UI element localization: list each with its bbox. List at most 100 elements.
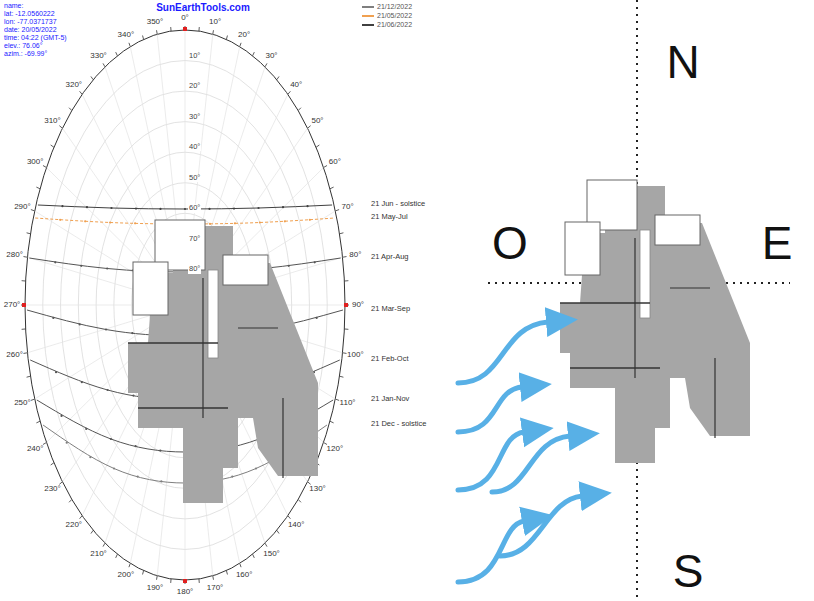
hour-dot (54, 261, 56, 263)
azimuth-label: 270° (4, 301, 21, 310)
azimuth-tick (298, 108, 301, 111)
azimuth-tick (316, 145, 319, 147)
hour-dot (137, 475, 139, 477)
elevation-label: 60° (188, 204, 201, 212)
azimuth-label: 260° (6, 350, 23, 359)
azimuth-tick (51, 145, 54, 147)
azimuth-label: 90° (352, 301, 364, 310)
azimuth-label: 80° (349, 251, 361, 260)
azimuth-tick (308, 126, 311, 129)
location-info: time: 04:22 (GMT-5) (4, 34, 67, 42)
azimuth-tick (343, 256, 347, 258)
azimuth-tick (59, 126, 62, 129)
azimuth-tick (43, 443, 46, 445)
azimuth-label: 160° (236, 570, 253, 579)
azimuth-tick (129, 43, 130, 47)
hour-dot (131, 332, 133, 334)
azimuth-label: 100° (347, 350, 364, 359)
hour-dot (233, 207, 235, 209)
sun-path-label: 21 Feb-Oct (370, 355, 410, 363)
hour-dot (55, 371, 57, 373)
azimuth-label: 210° (90, 549, 107, 558)
azimuth-tick (143, 36, 144, 40)
elevation-label: 10° (188, 52, 201, 60)
sun-path-label: 21 Apr-Aug (370, 253, 410, 261)
hour-dot (61, 205, 63, 207)
legend-swatch (362, 15, 374, 17)
hour-dot (110, 438, 112, 440)
hour-dot (160, 480, 162, 482)
hour-dot (84, 220, 86, 222)
azimuth-tick (277, 530, 279, 533)
hour-dot (135, 445, 137, 447)
azimuth-label: 330° (90, 52, 107, 61)
azimuth-tick (253, 554, 255, 558)
legend-entry: 21/06/2022 (362, 21, 412, 29)
hour-dot (257, 207, 259, 209)
azimuth-tick (80, 91, 83, 94)
azimuth-label: 320° (66, 81, 83, 90)
hour-dot (110, 207, 112, 209)
azimuth-tick (240, 563, 241, 567)
legend-text: 21/12/2022 (377, 3, 412, 10)
hour-dot (159, 449, 161, 451)
azimuth-tick (43, 166, 46, 168)
hour-dot (314, 261, 316, 263)
azimuth-tick (344, 280, 348, 281)
azimuth-label: 290° (14, 202, 31, 211)
hour-dot (52, 317, 54, 319)
hour-dot (255, 467, 257, 469)
azimuth-tick (23, 256, 27, 258)
hour-dot (288, 265, 290, 267)
hour-dot (184, 208, 186, 210)
elevation-label: 80° (188, 265, 201, 273)
azimuth-label: 50° (311, 116, 323, 125)
azimuth-tick (330, 421, 334, 423)
azimuth-label: 110° (340, 399, 356, 408)
azimuth-tick (156, 30, 158, 34)
hour-dot (86, 206, 88, 208)
azimuth-tick (27, 233, 31, 234)
sun-path-label: 21 Jan-Nov (370, 395, 410, 403)
azimuth-tick (156, 576, 158, 580)
azimuth-label: 230° (44, 485, 61, 494)
hour-dot (60, 415, 62, 417)
azimuth-tick (103, 63, 105, 66)
azimuth-label: 30° (265, 52, 277, 61)
azimuth-label: 340° (118, 31, 135, 40)
azimuth-tick (69, 499, 72, 502)
azimuth-tick (80, 516, 83, 519)
chart-title: SunEarthTools.com (156, 2, 250, 13)
azimuth-tick (36, 187, 40, 189)
azimuth-tick (340, 233, 344, 234)
azimuth-label: 220° (66, 520, 83, 529)
hour-dot (59, 219, 61, 221)
azimuth-label: 190° (147, 583, 164, 592)
elevation-label: 40° (188, 143, 201, 151)
legend-text: 21/05/2022 (377, 12, 412, 19)
azimuth-label: 0° (181, 14, 189, 23)
location-info: name: (4, 2, 23, 10)
azimuth-tick (340, 376, 344, 377)
azimuth-label: 350° (147, 18, 164, 27)
azimuth-tick (198, 27, 199, 31)
azimuth-label: 140° (288, 520, 305, 529)
hour-dot (135, 207, 137, 209)
azimuth-label: 60° (329, 157, 341, 166)
legend-text: 21/06/2022 (377, 21, 412, 28)
hour-dot (109, 221, 111, 223)
hour-dot (113, 467, 115, 469)
hour-dot (234, 222, 236, 224)
azimuth-tick (170, 27, 171, 31)
cardinal-marker (22, 303, 26, 307)
sun-path-label: 21 Mar-Sep (370, 305, 411, 313)
elevation-label: 70° (188, 235, 201, 243)
wind-arrows (458, 322, 582, 582)
azimuth-label: 280° (6, 251, 23, 260)
azimuth-tick (288, 91, 291, 94)
hour-dot (132, 394, 134, 396)
elevation-ring (25, 30, 345, 580)
azimuth-label: 240° (27, 444, 44, 453)
location-info: elev.: 76.06° (4, 42, 42, 50)
